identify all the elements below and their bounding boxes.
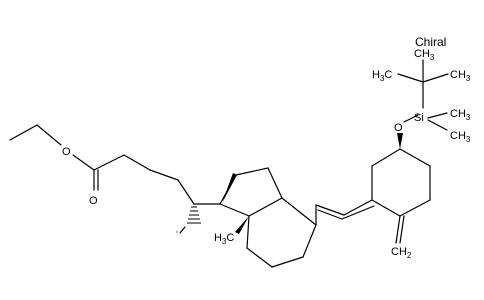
- silicon-label: Si: [414, 112, 424, 124]
- tbs-group: Si CH3 CH3 H3C CH3 CH3: [372, 48, 471, 144]
- methyl-hashed-bond: [187, 206, 201, 224]
- ethyl-ester-group: O O: [9, 124, 125, 207]
- side-chain: [123, 154, 221, 234]
- methylene-label: CH2: [391, 246, 412, 260]
- silyl-ether-oxygen-label: O: [394, 122, 403, 134]
- wedge-bond: [222, 173, 237, 203]
- angular-methyl-wedge: [235, 216, 249, 234]
- oxygen-wedge: [397, 133, 403, 149]
- six-membered-ring: H3C: [214, 197, 317, 268]
- angular-methyl-label: H3C: [214, 232, 234, 246]
- tbu-methyl-left-label: H3C: [372, 69, 392, 83]
- a-ring: CH2 O: [371, 122, 431, 260]
- chiral-label: Chiral: [415, 35, 447, 49]
- si-methyl-2-label: CH3: [450, 130, 471, 144]
- five-membered-ring: [219, 167, 283, 217]
- diene-linker: [315, 199, 375, 226]
- ester-oxygen-label: O: [62, 146, 71, 158]
- carbonyl-oxygen-label: O: [89, 195, 98, 207]
- tbu-methyl-top-label: CH3: [414, 48, 435, 62]
- tbu-methyl-right-label: CH3: [450, 69, 471, 83]
- si-methyl-1-label: CH3: [450, 108, 471, 122]
